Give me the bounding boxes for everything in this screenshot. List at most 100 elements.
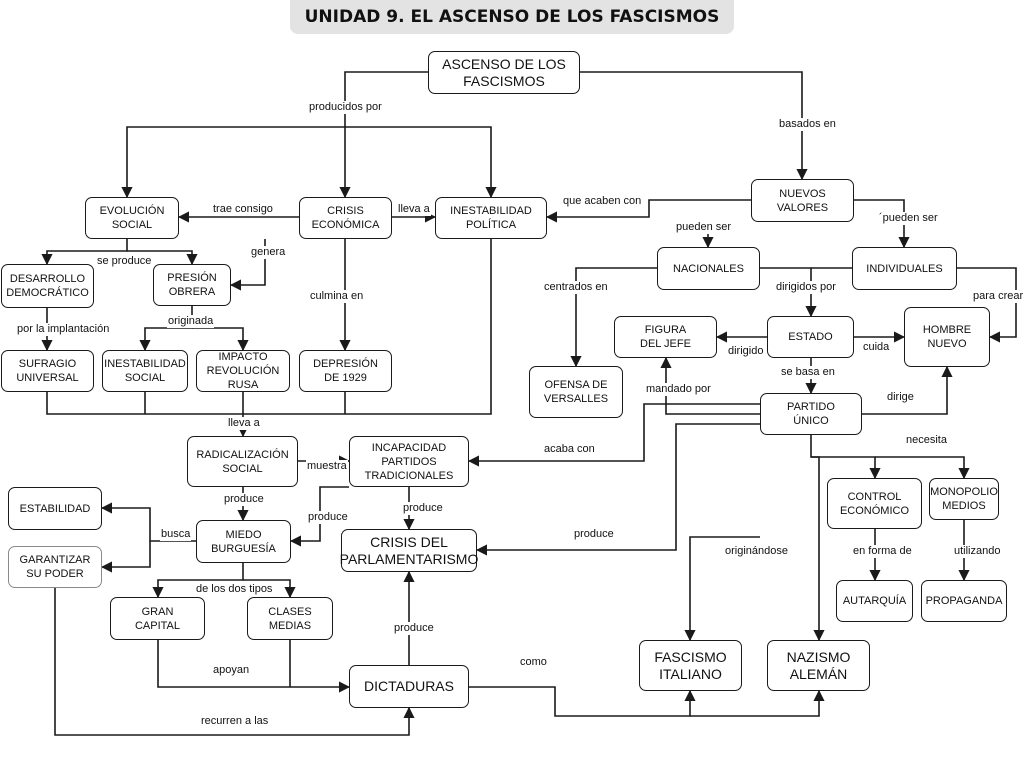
edge-evolucion-to-presion xyxy=(127,250,198,266)
node-partido-unico: PARTIDO ÚNICO xyxy=(760,393,862,435)
edge-evolucion-to-desarrollo xyxy=(41,239,128,266)
node-inestabilidad-social: INESTABILIDAD SOCIAL xyxy=(102,350,188,392)
node-clases-medias: CLASES MEDIAS xyxy=(247,597,333,640)
node-evolucion-social: EVOLUCIÓN SOCIAL xyxy=(85,197,179,239)
edge-originandose-to-fascismo xyxy=(684,536,760,642)
label-cuida: cuida xyxy=(862,341,891,354)
label-de-los-dos-tipos: de los dos tipos xyxy=(195,583,274,596)
edge-nuevos-to-individuales xyxy=(854,199,910,249)
node-depresion-1929: DEPRESIÓN DE 1929 xyxy=(299,350,392,392)
node-crisis-economica: CRISIS ECONÓMICA xyxy=(299,197,392,239)
node-radicalizacion-social: RADICALIZACIÓN SOCIAL xyxy=(187,436,298,487)
node-nacionales: NACIONALES xyxy=(657,247,760,290)
label-se-basa-en: se basa en xyxy=(780,366,836,379)
node-ofensa-versalles: OFENSA DE VERSALLES xyxy=(529,366,623,418)
node-estado: ESTADO xyxy=(767,316,854,358)
label-originandose: originándose xyxy=(724,545,789,558)
node-hombre-nuevo: HOMBRE NUEVO xyxy=(904,307,990,367)
node-impacto-revolucion-rusa: IMPACTO REVOLUCIÓN RUSA xyxy=(196,350,290,392)
node-propaganda: PROPAGANDA xyxy=(921,580,1007,622)
edge-row4-merge xyxy=(46,239,492,415)
label-lleva-a-1: lleva a xyxy=(397,203,431,216)
label-por-la-implantacion: por la implantación xyxy=(16,323,111,336)
node-desarrollo-democratico: DESARROLLO DEMOCRÁTICO xyxy=(1,264,94,308)
label-utilizando: utilizando xyxy=(953,545,1002,558)
node-autarquia: AUTARQUÍA xyxy=(836,580,913,622)
label-como: como xyxy=(519,656,548,669)
label-pueden-ser-1: pueden ser xyxy=(675,221,733,234)
edge-ascenso-to-evolucion xyxy=(121,71,428,199)
label-produce-5: produce xyxy=(393,622,435,635)
edge-gran-capital-to-dictaduras xyxy=(157,640,351,693)
node-miedo-burguesia: MIEDO BURGUESÍA xyxy=(196,520,291,563)
label-recurren-a-las: recurren a las xyxy=(200,715,270,728)
edge-partido-to-incapacidad xyxy=(467,403,760,467)
label-produce-4: produce xyxy=(573,528,615,541)
label-que-acaben-con: que acaben con xyxy=(562,195,643,208)
node-incapacidad-partidos: INCAPACIDAD PARTIDOS TRADICIONALES xyxy=(349,436,469,487)
label-lleva-a-2: lleva a xyxy=(227,417,261,430)
page-title: UNIDAD 9. EL ASCENSO DE LOS FASCISMOS xyxy=(304,7,720,27)
node-fascismo-italiano: FASCISMO ITALIANO xyxy=(639,640,742,691)
label-dirige: dirige xyxy=(886,391,915,404)
node-estabilidad: ESTABILIDAD xyxy=(8,487,102,530)
label-en-forma-de: en forma de xyxy=(852,545,913,558)
edge-partido-to-hombre xyxy=(862,365,953,415)
label-dirigido: dirigido xyxy=(727,345,765,358)
label-muestra: muestra xyxy=(306,460,348,473)
edge-presion-to-impacto xyxy=(192,327,249,352)
edge-miedo-to-clases-medias xyxy=(243,579,296,599)
label-pueden-ser-2: ´pueden ser xyxy=(878,212,939,225)
node-crisis-parlamentarismo: CRISIS DEL PARLAMENTARISMO xyxy=(340,529,478,572)
edge-partido-to-nazismo xyxy=(811,456,825,642)
title-banner: UNIDAD 9. EL ASCENSO DE LOS FASCISMOS xyxy=(290,0,734,34)
edge-partido-to-figura xyxy=(660,356,760,415)
label-trae-consigo: trae consigo xyxy=(212,203,274,216)
node-control-economico: CONTROL ECONÓMICO xyxy=(827,478,922,529)
label-mandado-por: mandado por xyxy=(645,383,712,396)
edge-partido-to-crisis-parl xyxy=(475,423,760,556)
node-presion-obrera: PRESIÓN OBRERA xyxy=(153,264,231,306)
node-figura-del-jefe: FIGURA DEL JEFE xyxy=(614,316,717,358)
node-gran-capital: GRAN CAPITAL xyxy=(110,597,205,640)
label-para-crear: para crear xyxy=(972,290,1024,303)
label-produce-2: produce xyxy=(402,502,444,515)
label-apoyan: apoyan xyxy=(212,664,251,677)
label-necesita: necesita xyxy=(905,434,948,447)
label-basados-en: basados en xyxy=(778,118,837,131)
edge-miedo-to-garantizar xyxy=(100,541,151,573)
node-inestabilidad-politica: INESTABILIDAD POLÍTICA xyxy=(435,197,547,239)
edge-presion-to-inestab-soc xyxy=(139,306,193,352)
node-garantizar-su-poder: GARANTIZAR SU PODER xyxy=(8,546,102,588)
edge-ascenso-to-nuevos-valores xyxy=(580,71,808,181)
node-individuales: INDIVIDUALES xyxy=(852,247,957,290)
edge-ascenso-to-inestab-pol xyxy=(345,126,497,199)
node-sufragio-universal: SUFRAGIO UNIVERSAL xyxy=(1,350,94,392)
label-originada: originada xyxy=(167,315,215,328)
label-genera: genera xyxy=(250,246,287,259)
edge-miedo-to-gran-capital xyxy=(152,563,244,599)
node-nuevos-valores: NUEVOS VALORES xyxy=(751,179,854,222)
label-produce-1: produce xyxy=(223,493,265,506)
label-centrados-en: centrados en xyxy=(543,281,609,294)
edge-dictaduras-to-nazismo xyxy=(690,689,825,717)
label-acaba-con: acaba con xyxy=(543,443,596,456)
node-dictaduras: DICTADURAS xyxy=(349,665,469,708)
edge-garantizar-to-dictaduras xyxy=(54,588,415,736)
edge-nacionales-to-ofensa xyxy=(570,267,657,368)
label-producidos-por: producidos por xyxy=(308,101,383,114)
node-monopolio-medios: MONOPOLIO MEDIOS xyxy=(929,478,999,520)
node-ascenso-fascismos: ASCENSO DE LOS FASCISMOS xyxy=(428,51,580,94)
edge-miedo-to-estabilidad xyxy=(100,502,196,542)
label-produce-3: produce xyxy=(307,511,349,524)
edge-partido-to-control xyxy=(810,435,881,480)
edge-dictaduras-to-fascismo xyxy=(469,686,696,717)
edge-nuevos-to-inestab-pol xyxy=(545,199,751,223)
label-dirigidos-por: dirigidos por xyxy=(775,281,837,294)
edge-partido-to-monopolio xyxy=(875,456,970,480)
node-nazismo-aleman: NAZISMO ALEMÁN xyxy=(767,640,870,691)
label-busca: busca xyxy=(160,528,192,541)
label-culmina-en: culmina en xyxy=(309,290,365,303)
label-se-produce: se produce xyxy=(96,255,153,268)
